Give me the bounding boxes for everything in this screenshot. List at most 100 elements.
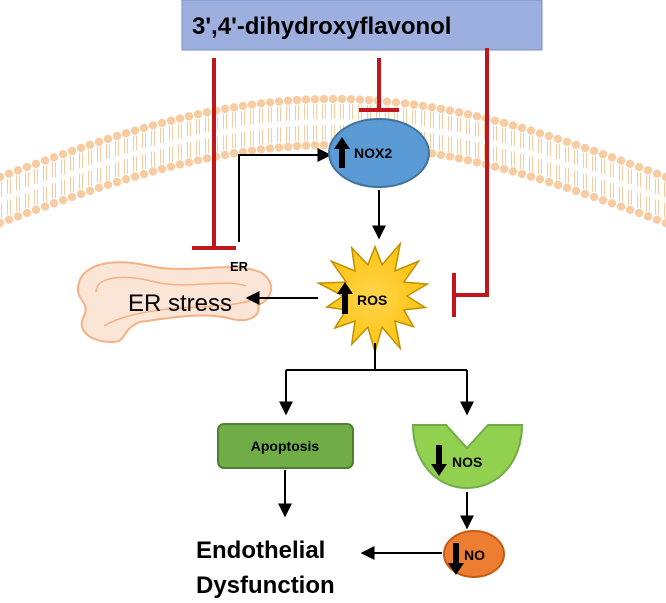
lipid-head: [319, 94, 329, 104]
lipid-head: [13, 166, 23, 175]
lipid-head: [229, 149, 239, 158]
lipid-head: [652, 169, 662, 178]
no-label: NO: [464, 547, 485, 563]
lipid-head: [130, 172, 140, 181]
lipid-head: [40, 156, 50, 165]
lipid-head: [283, 96, 293, 105]
lipid-head: [301, 141, 311, 150]
lipid-head: [526, 126, 536, 135]
lipid-head: [553, 180, 563, 190]
lipid-head: [508, 121, 518, 130]
lipid-head: [472, 158, 482, 167]
compound-box: [181, 0, 543, 51]
lipid-head: [175, 114, 185, 123]
lipid-head: [274, 143, 284, 152]
lipid-head: [85, 186, 95, 196]
lipid-head: [148, 121, 158, 130]
er-label: ER: [230, 259, 249, 274]
lipid-head: [571, 186, 581, 196]
ros-label: ROS: [357, 292, 387, 308]
lipid-head: [292, 141, 302, 151]
nox2-label: NOX2: [354, 145, 392, 161]
lipid-head: [121, 175, 131, 184]
lipid-head: [0, 218, 5, 228]
lipid-head: [562, 183, 572, 193]
nos-label: NOS: [452, 454, 482, 470]
er-to-nox2-arrow: [238, 148, 332, 242]
lipid-head: [265, 98, 275, 107]
lipid-head: [112, 131, 122, 141]
lipid-head: [454, 154, 464, 163]
lipid-head: [562, 137, 572, 147]
lipid-head: [76, 189, 86, 199]
lipid-head: [184, 112, 194, 121]
lipid-head: [103, 180, 113, 190]
lipid-head: [391, 98, 401, 107]
lipid-head: [364, 95, 374, 105]
er-stress-label: ER stress: [128, 290, 232, 317]
lipid-head: [409, 100, 419, 109]
lipid-head: [652, 215, 662, 224]
lipid-head: [157, 118, 167, 128]
er-organelle: [76, 261, 272, 344]
lipid-head: [616, 156, 626, 165]
lipid-head: [454, 108, 464, 117]
lipid-head: [166, 162, 176, 171]
lipid-head: [220, 150, 230, 160]
lipid-head: [445, 106, 455, 115]
lipid-head: [643, 212, 653, 221]
lipid-head: [301, 95, 311, 104]
lipid-head: [103, 134, 113, 144]
lipid-head: [0, 172, 5, 182]
lipid-head: [67, 192, 77, 202]
lipid-head: [157, 164, 167, 174]
lipid-head: [265, 144, 275, 153]
lipid-head: [634, 162, 644, 172]
lipid-head: [166, 116, 176, 125]
lipid-head: [571, 140, 581, 150]
lipid-head: [508, 167, 518, 176]
lipid-head: [499, 164, 509, 174]
lipid-head: [112, 177, 122, 187]
arrow-down-icon: [448, 543, 464, 575]
lipid-head: [193, 110, 203, 119]
arrow-down-icon: [431, 445, 447, 476]
lipid-head: [544, 131, 554, 141]
lipid-head: [319, 140, 329, 150]
lipid-head: [382, 97, 392, 106]
lipid-head: [247, 146, 257, 155]
compound-label: 3',4'-dihydroxyflavonol: [192, 13, 451, 40]
lipid-head: [4, 169, 14, 178]
lipid-head: [238, 101, 248, 111]
lipid-head: [418, 101, 428, 111]
lipid-head: [310, 141, 320, 150]
apoptosis-label: Apoptosis: [251, 438, 320, 454]
lipid-head: [202, 154, 212, 163]
lipid-head: [544, 177, 554, 187]
lipid-head: [175, 160, 185, 169]
lipid-head: [58, 195, 68, 205]
arrow-up-icon: [334, 137, 350, 168]
lipid-head: [22, 162, 32, 172]
lipid-head: [607, 153, 617, 162]
lipid-head: [256, 99, 266, 108]
lipid-head: [580, 143, 590, 153]
lipid-head: [463, 110, 473, 119]
apoptosis-node: [217, 423, 354, 469]
lipid-head: [625, 159, 635, 169]
lipid-head: [499, 118, 509, 128]
inhibition-lines: [192, 48, 489, 317]
lipid-head: [463, 156, 473, 165]
lipid-head: [661, 172, 666, 182]
lipid-head: [49, 199, 59, 208]
lipid-head: [22, 208, 32, 218]
lipid-head: [148, 167, 158, 176]
lipid-head: [634, 208, 644, 218]
lipid-head: [337, 94, 347, 104]
lipid-head: [40, 202, 50, 211]
lipid-head: [535, 175, 545, 184]
lipid-head: [202, 108, 212, 117]
lipid-head: [661, 218, 666, 228]
lipid-head: [292, 95, 302, 105]
lipid-head: [625, 205, 635, 215]
